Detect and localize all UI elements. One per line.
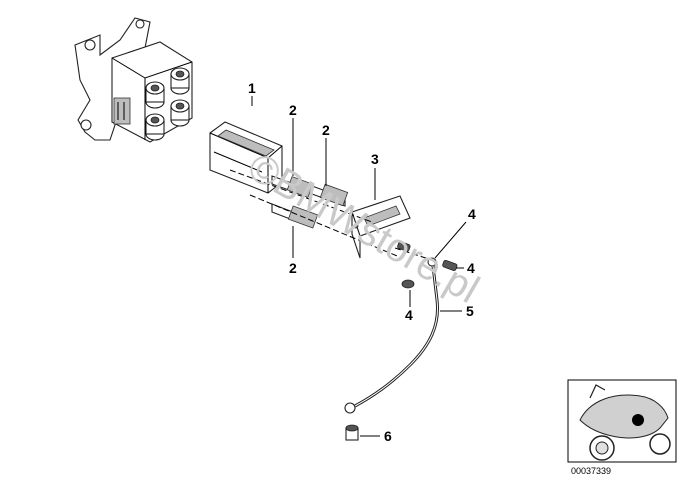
callout-2a: 2 — [289, 102, 297, 118]
part-5-ground-cable — [344, 257, 440, 414]
part-3-bracket — [351, 195, 411, 259]
callout-4b: 4 — [467, 260, 475, 276]
coil-tower-3 — [145, 113, 165, 141]
motorcycle-icon — [579, 384, 671, 461]
callout-1: 1 — [248, 80, 256, 96]
part-2-bolt-right — [311, 183, 349, 207]
coil-tower-4 — [170, 99, 190, 127]
callout-4a: 4 — [468, 206, 476, 222]
callout-2b: 2 — [322, 122, 330, 138]
coil-tower-2 — [170, 67, 190, 95]
callout-6: 6 — [384, 428, 392, 444]
part-4-nut-bottom — [401, 279, 415, 289]
part-4-screw-top — [397, 241, 411, 252]
leader-lines — [251, 96, 467, 437]
watermark: ©BMWstore.pl — [241, 145, 487, 312]
callout-4c: 4 — [405, 307, 413, 323]
assembly-lines — [229, 169, 439, 263]
ignition-coil — [74, 17, 193, 143]
part-2-bolt-upper — [271, 175, 314, 198]
thumbnail-part-number: 00037339 — [571, 466, 611, 476]
part-6-nut — [345, 424, 359, 441]
callout-2c: 2 — [289, 260, 297, 276]
coil-tower-1 — [145, 81, 165, 109]
location-marker — [632, 414, 644, 426]
callout-5: 5 — [466, 303, 474, 319]
callout-3: 3 — [371, 151, 379, 167]
part-1-cover — [209, 121, 283, 194]
location-thumbnail: 00037339 — [567, 379, 677, 476]
